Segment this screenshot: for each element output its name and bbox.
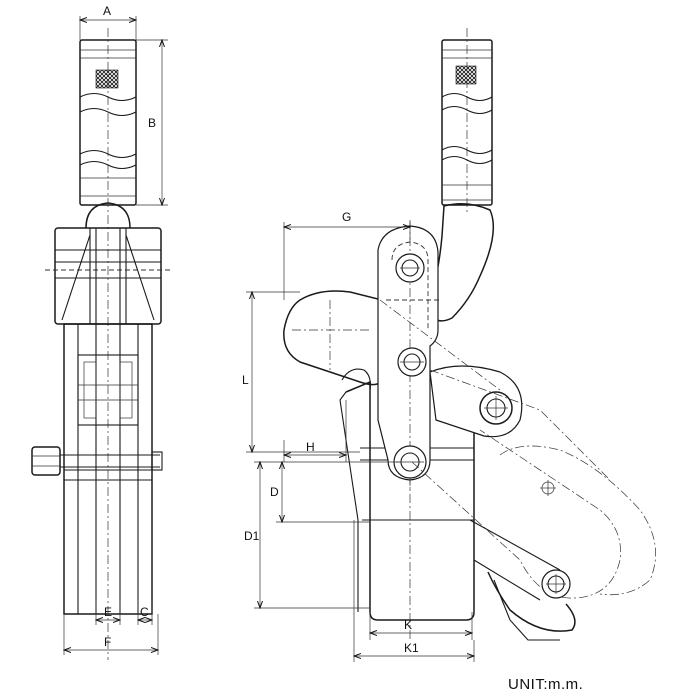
dim-l-label: L xyxy=(242,373,249,387)
dim-g-label: G xyxy=(342,210,351,224)
unit-label: UNIT:m.m. xyxy=(508,676,584,693)
dim-b-label: B xyxy=(148,116,156,130)
side-lever-plate xyxy=(283,290,383,391)
dim-a-label: A xyxy=(103,4,111,18)
front-body xyxy=(63,323,153,615)
dim-g: G xyxy=(284,210,410,300)
side-open-position-outline xyxy=(379,299,656,599)
dim-b: B xyxy=(136,40,168,205)
side-view: G L H D D1 xyxy=(242,28,656,662)
side-rocker-link xyxy=(429,365,523,438)
dim-c-label: C xyxy=(140,605,149,619)
side-handle-grip xyxy=(441,28,493,215)
dim-e-label: E xyxy=(104,605,112,619)
front-handle-grip xyxy=(79,28,137,660)
dim-k1: K1 xyxy=(354,520,474,662)
dim-d1-label: D1 xyxy=(244,529,260,543)
dim-l: L xyxy=(242,292,360,452)
dim-k1-label: K1 xyxy=(404,641,419,655)
dim-d-label: D xyxy=(270,485,279,499)
front-view: A B E C F xyxy=(31,4,170,660)
dim-f: F xyxy=(64,614,158,655)
dim-e-c: E C xyxy=(96,600,152,625)
dim-k-label: K xyxy=(404,618,412,632)
dim-h-label: H xyxy=(306,440,315,454)
dim-k: K xyxy=(370,612,472,640)
dim-f-label: F xyxy=(104,635,111,649)
front-side-bolt xyxy=(31,446,163,476)
side-pivot-pins xyxy=(393,253,427,479)
dim-a: A xyxy=(80,4,136,40)
dim-d1: D1 xyxy=(244,462,370,608)
dim-h: H xyxy=(284,400,346,462)
side-lower-hook xyxy=(469,519,576,641)
dim-d: D xyxy=(270,462,400,522)
front-upper-bracket xyxy=(45,227,170,325)
